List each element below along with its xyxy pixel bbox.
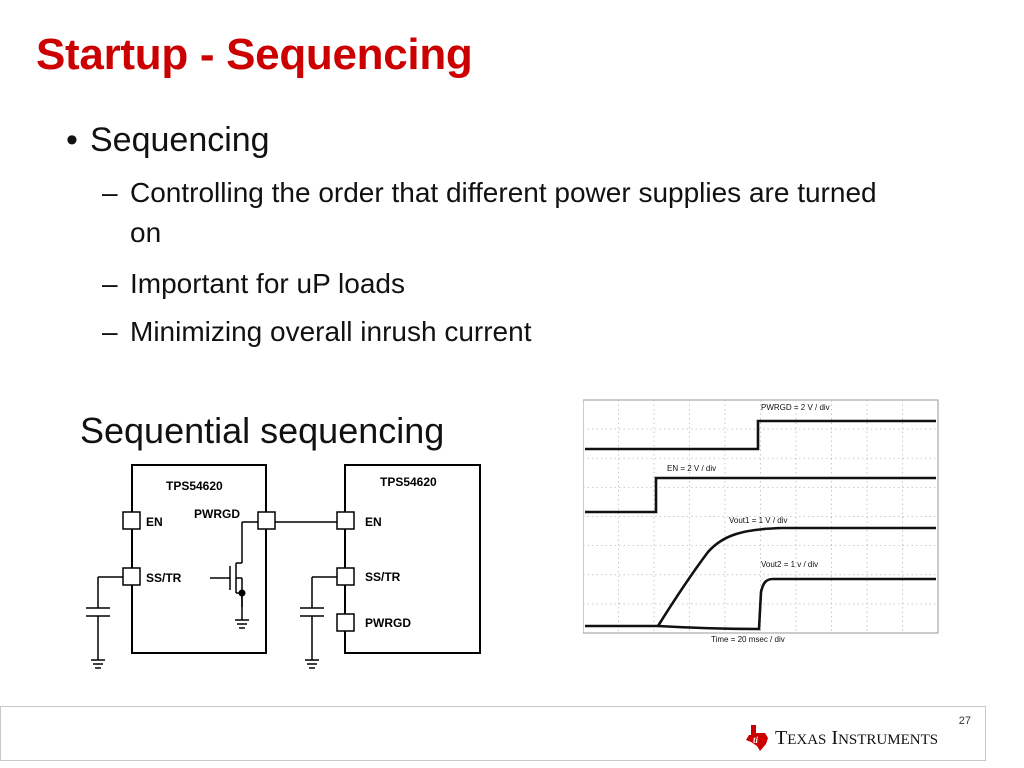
sequencing-schematic: TPS54620 TPS54620 EN SS/TR PWRGD EN SS/T… (86, 464, 481, 669)
en-scale-label: EN = 2 V / div (667, 464, 716, 473)
chip1-body (131, 464, 267, 654)
chip1-name: TPS54620 (166, 479, 223, 493)
vout1-scale-label: Vout1 = 1 V / div (729, 516, 787, 525)
chip2-pwrgd-label: PWRGD (365, 616, 411, 630)
fet-junction-dot (238, 589, 246, 597)
texas-state-icon: ti (746, 725, 768, 751)
slide-title: Startup - Sequencing (36, 30, 473, 79)
pwrgd-trace (585, 419, 936, 451)
dash-marker: – (102, 316, 118, 347)
sub-item-text: Controlling the order that different pow… (130, 177, 877, 248)
sub-item-text: Minimizing overall inrush current (130, 316, 532, 347)
bullet-text: Sequencing (90, 121, 270, 159)
chip2-pwrgd-pin (336, 613, 355, 632)
chip2-sstr-label: SS/TR (365, 570, 401, 584)
pwrgd-scale-label: PWRGD = 2 V / div (761, 403, 830, 412)
dash-marker: – (102, 268, 118, 299)
chip1-pwrgd-pin (257, 511, 276, 530)
slide-footer: ti TEXAS INSTRUMENTS 27 (0, 706, 986, 761)
time-scale-label: Time = 20 msec / div (711, 635, 785, 644)
vout1-trace (585, 526, 936, 628)
bullet-dot: • (66, 121, 78, 159)
chip2-en-pin (336, 511, 355, 530)
vout2-trace (657, 577, 936, 631)
chip1-pwrgd-label: PWRGD (194, 507, 240, 521)
sub-item-order: –Controlling the order that different po… (102, 173, 900, 253)
chip1-en-pin (122, 511, 141, 530)
ti-logo: ti TEXAS INSTRUMENTS (745, 724, 938, 752)
dash-marker: – (102, 177, 118, 208)
vout2-scale-label: Vout2 = 1 v / div (761, 560, 818, 569)
chip2-sstr-pin (336, 567, 355, 586)
figure-caption: Sequential sequencing (80, 410, 445, 451)
sub-item-text: Important for uP loads (130, 268, 405, 299)
chip2-en-label: EN (365, 515, 382, 529)
sub-item-inrush: –Minimizing overall inrush current (102, 312, 900, 352)
bullet-sequencing: • Sequencing (66, 121, 270, 160)
ti-wordmark: TEXAS INSTRUMENTS (775, 726, 939, 749)
chip1-en-label: EN (146, 515, 163, 529)
chip1-sstr-label: SS/TR (146, 571, 182, 585)
en-trace (585, 476, 936, 514)
svg-text:ti: ti (753, 735, 759, 745)
chip2-body (344, 464, 481, 654)
sub-item-up-loads: –Important for uP loads (102, 264, 900, 304)
page-number: 27 (958, 715, 971, 727)
chip2-name: TPS54620 (380, 475, 437, 489)
scope-waveform: PWRGD = 2 V / div EN = 2 V / div Vout1 =… (583, 399, 939, 644)
chip1-sstr-pin (122, 567, 141, 586)
